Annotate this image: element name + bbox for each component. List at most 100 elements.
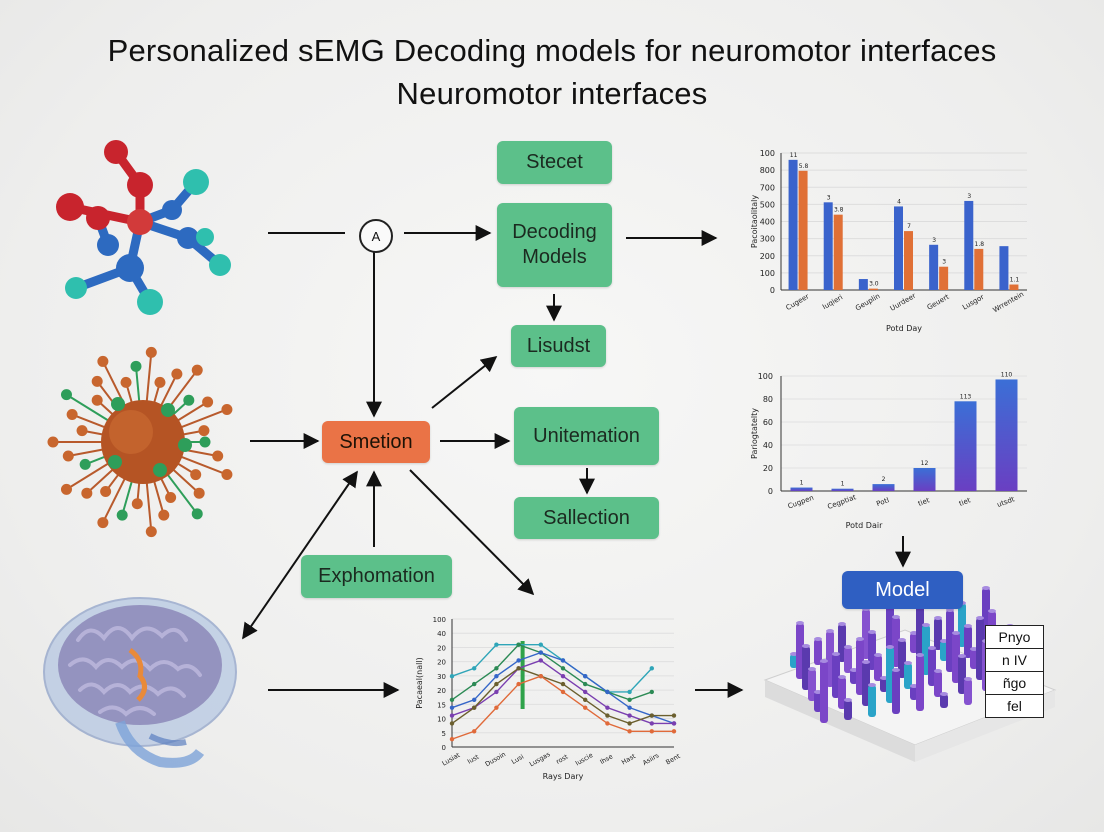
bar-data-label: 3 xyxy=(932,237,936,244)
node-decoding-models[interactable]: Decoding Models xyxy=(497,203,612,287)
field-bar-top xyxy=(916,653,924,657)
field-bar xyxy=(934,671,942,697)
virus-spike xyxy=(152,478,165,516)
field-bar-top xyxy=(838,675,846,679)
field-bar-top xyxy=(808,667,816,671)
field-bar xyxy=(808,669,816,701)
series-point xyxy=(583,705,588,710)
series-point xyxy=(627,713,632,718)
series-point xyxy=(494,681,499,687)
field-bar xyxy=(820,661,828,723)
series-point xyxy=(649,721,654,726)
node-lisudst[interactable]: Lisudst xyxy=(511,325,606,367)
grouped-bar-chart: 1008007005004003002001000115.8Cugeer33.8… xyxy=(750,149,1027,333)
legend-row: Pnyo xyxy=(986,626,1043,649)
x-tick-label: Iuqieri xyxy=(821,293,844,311)
virus-receptor xyxy=(111,397,125,411)
series-point xyxy=(627,697,632,702)
virus-receptor xyxy=(108,455,122,469)
field-bar xyxy=(916,655,924,711)
x-axis-label: Potd Dair xyxy=(846,521,883,530)
legend-row: fel xyxy=(1007,698,1022,714)
series-point xyxy=(560,658,566,663)
node-stecet[interactable]: Stecet xyxy=(497,141,612,184)
virus-spike-tip xyxy=(91,394,103,406)
node-unitemation[interactable]: Unitemation xyxy=(514,407,659,465)
x-tick-label: Geuert xyxy=(926,293,951,312)
bar-data-label: 4 xyxy=(897,198,901,205)
y-tick-label: 700 xyxy=(760,183,775,192)
field-bar-top xyxy=(862,660,870,664)
field-bar xyxy=(868,685,876,717)
legend-row: n IV xyxy=(986,649,1043,672)
series-point xyxy=(449,713,455,718)
bar xyxy=(790,487,813,491)
virus-spike-tip xyxy=(120,376,132,388)
series-point xyxy=(494,705,499,710)
x-tick-label: Cugpen xyxy=(787,494,815,511)
bar xyxy=(872,484,895,491)
virus-highlight xyxy=(109,410,153,454)
series-point xyxy=(538,658,543,663)
virus-spike-tip xyxy=(97,517,109,529)
x-tick-label: Ihse xyxy=(599,752,615,766)
series-point xyxy=(649,689,654,695)
virus-spike-tip xyxy=(62,450,74,462)
series-point xyxy=(671,729,677,734)
series-point xyxy=(494,666,499,671)
series-point xyxy=(516,666,521,671)
series-point xyxy=(671,721,677,726)
x-tick-label: Lusiat xyxy=(441,751,462,768)
series-line xyxy=(451,651,675,725)
x-tick-label: Lusi xyxy=(510,753,525,766)
field-bar-top xyxy=(958,654,966,658)
x-tick-label: Lusgas xyxy=(528,750,552,768)
bar-data-label: 1 xyxy=(800,480,804,487)
field-bar xyxy=(874,655,882,681)
node-exphomation[interactable]: Exphomation xyxy=(301,555,452,598)
gradient-bar-chart: 1008060402001Cugpen1Cegptiat2Potl12tiet1… xyxy=(750,371,1027,530)
y-tick-label: 0 xyxy=(770,286,775,295)
virus-spike xyxy=(65,393,112,423)
bar xyxy=(913,468,936,491)
molecule-icon xyxy=(56,140,231,315)
bar xyxy=(939,266,949,290)
series-line xyxy=(451,644,653,693)
bar-data-label: 1.1 xyxy=(1010,277,1020,284)
y-axis-label: Pacaeal(nall) xyxy=(415,657,424,708)
series-point xyxy=(472,705,477,710)
y-tick-label: 40 xyxy=(763,441,773,450)
node-a[interactable]: A xyxy=(359,219,393,253)
virus-spike xyxy=(68,447,106,457)
x-tick-label: Wrrentein xyxy=(992,290,1026,314)
series-point xyxy=(472,697,477,702)
series-point xyxy=(494,689,499,695)
bar xyxy=(995,379,1018,491)
series-point xyxy=(560,681,566,687)
y-tick-label: 15 xyxy=(437,701,446,709)
field-bar xyxy=(964,626,972,658)
y-tick-label: 30 xyxy=(437,673,446,681)
node-smetion[interactable]: Smetion xyxy=(322,421,430,463)
bar-data-label: 3 xyxy=(827,194,831,201)
bar-data-label: 1 xyxy=(841,481,845,488)
x-tick-label: Dusoin xyxy=(484,750,507,768)
series-point xyxy=(494,642,499,647)
virus-spike-tip xyxy=(183,394,195,406)
series-point xyxy=(560,689,566,695)
node-sallection[interactable]: Sallection xyxy=(514,497,659,539)
virus-spike xyxy=(170,466,200,494)
virus-spike xyxy=(101,475,127,524)
series-point xyxy=(649,666,654,671)
series-point xyxy=(516,658,521,663)
x-axis-label: Rays Dary xyxy=(543,772,584,781)
virus-spike-tip xyxy=(91,375,103,387)
node-model[interactable]: Model xyxy=(842,571,963,609)
field-bar-top xyxy=(886,645,894,649)
bar-data-label: 110 xyxy=(1001,371,1013,378)
bar xyxy=(999,246,1009,290)
virus-spike-tip xyxy=(165,492,177,504)
y-tick-label: 60 xyxy=(763,418,773,427)
y-tick-label: 100 xyxy=(758,372,773,381)
bar xyxy=(1009,284,1019,290)
